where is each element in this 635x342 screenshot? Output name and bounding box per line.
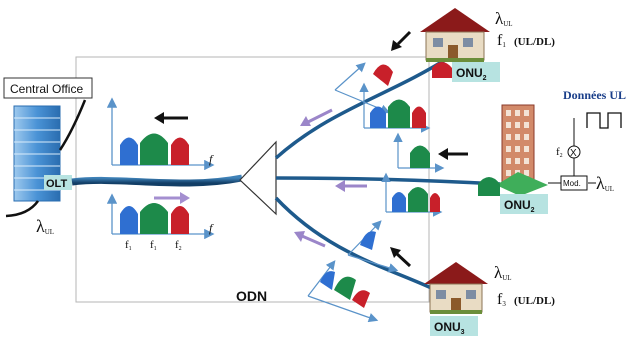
onu-top-box bbox=[452, 62, 500, 82]
svg-text:f: f bbox=[209, 152, 214, 166]
onu-top-signal bbox=[432, 62, 452, 78]
svg-text:f: f bbox=[209, 221, 214, 235]
onu-top-mode: (UL/DL) bbox=[514, 36, 555, 48]
branch-fiber-top bbox=[274, 56, 449, 160]
mixer-freq: f2 bbox=[556, 146, 563, 159]
arrow-downlink-left bbox=[154, 112, 188, 124]
spectrum-branch-mid-2 bbox=[381, 172, 443, 217]
mod-label: Mod. bbox=[563, 179, 581, 188]
onu-mid-signal bbox=[478, 177, 500, 196]
donnees-ul-label: Données UL bbox=[563, 88, 626, 102]
onu-top-wavelength: λUL bbox=[495, 9, 513, 28]
arrow-uplink-left bbox=[154, 192, 190, 204]
spectrum-branch-mid-1 bbox=[393, 132, 445, 173]
branch-fiber-mid bbox=[275, 176, 501, 186]
co-link-curve bbox=[58, 99, 87, 151]
co-ul-curve bbox=[5, 200, 40, 218]
mixer-symbol: X bbox=[570, 148, 577, 159]
central-office-box bbox=[3, 77, 93, 99]
data-pulse bbox=[586, 112, 622, 129]
spectrum-top: f bbox=[106, 97, 215, 171]
house-top bbox=[420, 8, 490, 62]
onu-bot-box bbox=[430, 316, 478, 336]
onu-bot-mode: (UL/DL) bbox=[514, 295, 555, 307]
onu-bot-freq: f3 bbox=[497, 291, 506, 308]
spectrum-branch-top-2 bbox=[359, 82, 431, 133]
house-bottom bbox=[424, 262, 488, 314]
onu-bot-wavelength: λUL bbox=[494, 263, 512, 282]
svg-text:f2: f2 bbox=[175, 239, 182, 252]
olt-label: OLT bbox=[46, 178, 67, 190]
spectrum-branch-bot-2 bbox=[307, 260, 379, 323]
onu-bot-label: ONU3 bbox=[434, 320, 465, 336]
olt-wavelength: λUL bbox=[36, 216, 54, 236]
mod-wavelength: λUL bbox=[596, 173, 614, 193]
tower-mid bbox=[496, 104, 548, 196]
onu-mid-label: ONU2 bbox=[504, 198, 535, 214]
spectrum-bottom: f f1 f1 f2 bbox=[106, 193, 215, 252]
trunk-fiber bbox=[71, 174, 243, 187]
arrow-downlink-top bbox=[391, 30, 412, 51]
branch-fiber-bottom bbox=[274, 196, 441, 294]
odn-label: ODN bbox=[236, 288, 267, 304]
arrow-downlink-bottom bbox=[390, 247, 412, 268]
svg-text:f1: f1 bbox=[125, 239, 132, 252]
spectrum-branch-bot-1 bbox=[347, 220, 399, 273]
central-office-label: Central Office bbox=[10, 82, 83, 96]
onu-top-freq: f1 bbox=[497, 32, 506, 49]
onu-top-label: ONU2 bbox=[456, 66, 487, 82]
arrow-downlink-mid bbox=[438, 148, 468, 160]
onu-mid-box bbox=[500, 194, 548, 214]
olt-box bbox=[44, 175, 72, 190]
svg-text:f1: f1 bbox=[150, 239, 157, 252]
arrow-uplink-branches bbox=[294, 108, 367, 248]
splitter bbox=[239, 140, 277, 216]
